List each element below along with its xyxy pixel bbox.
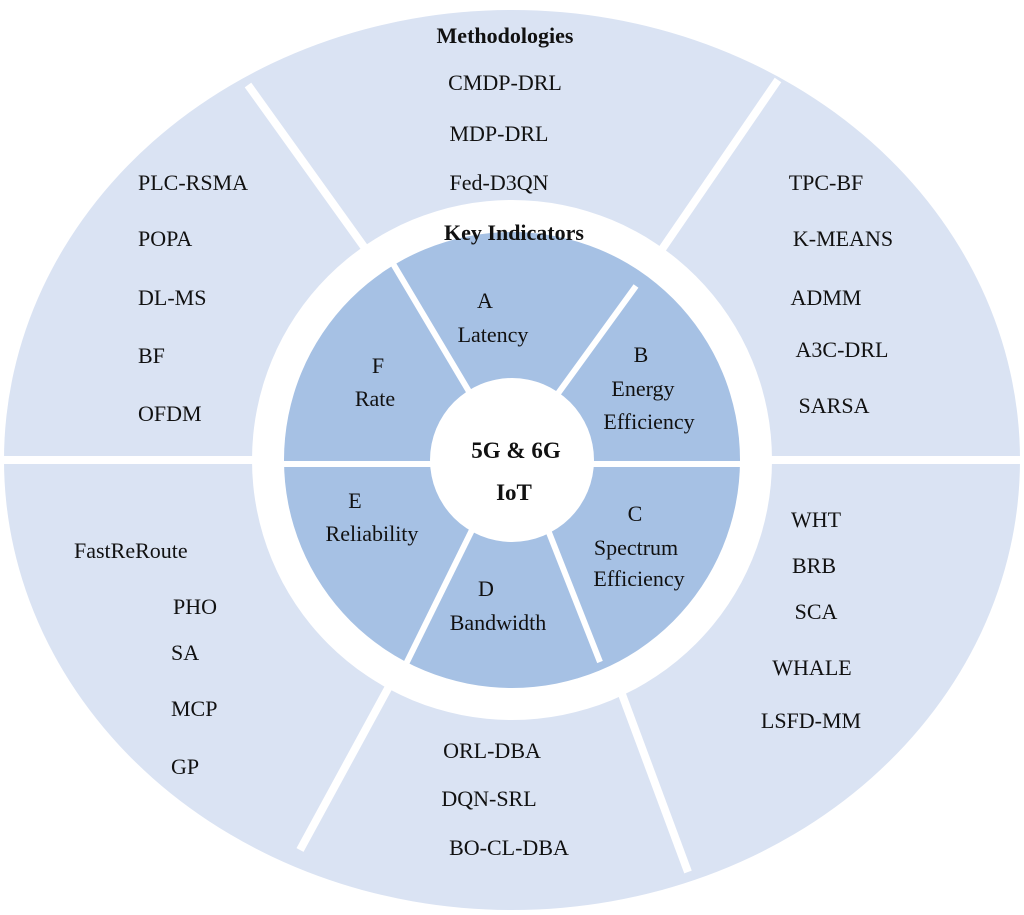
method-item: SARSA — [799, 393, 870, 418]
separator-line-0 — [244, 82, 376, 261]
methods-bandwidth: ORL-DBA DQN-SRL BO-CL-DBA — [441, 738, 569, 860]
center-label-line2: IoT — [496, 480, 532, 505]
indicator-spectrum-label-2: Efficiency — [593, 566, 684, 591]
method-item: MCP — [171, 696, 217, 721]
method-item: FastReRoute — [74, 538, 188, 563]
indicator-reliability-label: Reliability — [326, 521, 419, 546]
method-item: K-MEANS — [793, 226, 893, 251]
center-label-line1: 5G & 6G — [471, 438, 561, 463]
method-item: MDP-DRL — [449, 121, 548, 146]
indicator-energy-letter: B — [634, 342, 649, 367]
methods-reliability: FastReRoute PHO SA MCP GP — [74, 538, 217, 779]
method-item: TPC-BF — [789, 170, 864, 195]
indicator-latency: A Latency — [458, 288, 529, 347]
methods-energy-efficiency: TPC-BF K-MEANS ADMM A3C-DRL SARSA — [789, 170, 893, 418]
indicator-bandwidth: D Bandwidth — [450, 576, 547, 635]
indicator-bandwidth-label: Bandwidth — [450, 610, 547, 635]
indicator-latency-label: Latency — [458, 322, 529, 347]
method-item: OFDM — [138, 401, 202, 426]
center-circle — [430, 378, 594, 542]
method-item: LSFD-MM — [761, 708, 861, 733]
method-item: A3C-DRL — [796, 337, 889, 362]
indicator-rate-letter: F — [372, 353, 384, 378]
method-item: POPA — [138, 226, 192, 251]
method-item: SCA — [795, 599, 838, 624]
methods-spectrum-efficiency: WHT BRB SCA WHALE LSFD-MM — [761, 507, 861, 733]
indicator-energy-label-2: Efficiency — [603, 409, 694, 434]
method-item: ORL-DBA — [443, 738, 541, 763]
indicator-spectrum-label-1: Spectrum — [594, 535, 678, 560]
indicator-spectrum-efficiency: C Spectrum Efficiency — [593, 501, 684, 591]
indicator-spectrum-letter: C — [628, 501, 643, 526]
outer-ring-separators — [0, 77, 1024, 874]
separator-line-4 — [296, 668, 402, 852]
method-item: Fed-D3QN — [450, 170, 549, 195]
method-item: DQN-SRL — [441, 786, 536, 811]
method-item: WHALE — [772, 655, 851, 680]
separator-line-1 — [543, 284, 639, 412]
indicator-reliability: E Reliability — [326, 488, 419, 546]
indicator-latency-letter: A — [477, 288, 493, 313]
indicator-rate: F Rate — [355, 353, 395, 411]
indicator-energy-efficiency: B Energy Efficiency — [603, 342, 694, 434]
method-item: BRB — [792, 553, 836, 578]
method-item: PLC-RSMA — [138, 170, 248, 195]
separator-line-5 — [606, 660, 692, 874]
indicator-energy-label-1: Energy — [611, 376, 674, 401]
separator-line-4 — [545, 528, 603, 664]
method-item: CMDP-DRL — [448, 70, 562, 95]
method-item: WHT — [791, 507, 842, 532]
method-item: GP — [171, 754, 199, 779]
method-item: SA — [171, 640, 199, 665]
key-indicators-title: Key Indicators — [444, 220, 584, 245]
indicator-rate-label: Rate — [355, 386, 395, 411]
methods-rate: PLC-RSMA POPA DL-MS BF OFDM — [138, 170, 248, 426]
separator-line-0 — [389, 260, 483, 412]
methods-latency: CMDP-DRL MDP-DRL Fed-D3QN — [448, 70, 562, 195]
method-item: BF — [138, 343, 165, 368]
method-item: ADMM — [791, 285, 862, 310]
separator-line-3 — [401, 528, 475, 670]
method-item: PHO — [173, 594, 217, 619]
method-item: DL-MS — [138, 285, 206, 310]
indicator-bandwidth-letter: D — [478, 576, 494, 601]
method-item: BO-CL-DBA — [449, 835, 569, 860]
indicator-reliability-letter: E — [348, 488, 361, 513]
separator-line-1 — [652, 77, 782, 261]
methodologies-title: Methodologies — [437, 23, 574, 48]
